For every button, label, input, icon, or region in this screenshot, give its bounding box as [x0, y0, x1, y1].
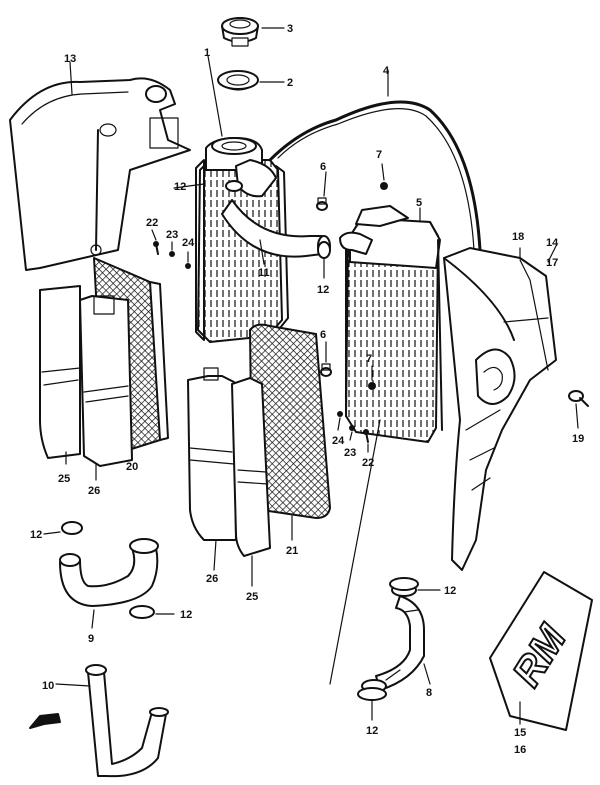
collar-24-left [185, 263, 191, 269]
callout-3: 3 [287, 23, 293, 35]
callout-12-d: 12 [180, 609, 192, 621]
left-shroud-13 [9, 77, 191, 271]
callout-9: 9 [88, 633, 94, 645]
hose-8 [361, 583, 425, 693]
leader-lines [43, 27, 579, 725]
callout-8: 8 [426, 687, 432, 699]
bolt-22-left [153, 241, 159, 255]
callout-17: 17 [546, 257, 558, 269]
callout-7-upper: 7 [376, 149, 382, 161]
callout-21: 21 [286, 545, 298, 557]
callout-15: 15 [514, 727, 526, 739]
callout-6-upper: 6 [320, 161, 326, 173]
callout-26-left: 26 [88, 485, 100, 497]
callout-22-left: 22 [146, 217, 158, 229]
lower-hose-9 [59, 538, 159, 607]
left-louver-panel-25 [39, 285, 81, 459]
callout-23-right: 23 [344, 447, 356, 459]
callout-6-lower: 6 [320, 329, 326, 341]
hose-clamps-12 [61, 180, 419, 701]
callout-4: 4 [383, 65, 390, 77]
collar-24-right [337, 411, 343, 417]
callout-1: 1 [204, 47, 210, 59]
callout-16: 16 [514, 744, 526, 756]
main-radiator-11 [195, 137, 331, 343]
callout-13: 13 [64, 53, 76, 65]
bolt-19 [568, 390, 589, 407]
callout-12-c: 12 [30, 529, 42, 541]
callout-24-left: 24 [182, 237, 195, 249]
callout-11: 11 [258, 267, 270, 279]
small-hardware [153, 182, 388, 443]
callout-10: 10 [42, 680, 54, 692]
centre-louver-panel-25 [231, 377, 271, 557]
callout-25-left: 25 [58, 473, 70, 485]
shroud-decal-15: RM [489, 571, 593, 731]
overflow-hose-4 [268, 100, 482, 252]
left-louver-panel-26 [79, 295, 133, 467]
grommet-6-lower [320, 363, 332, 377]
callout-5: 5 [416, 197, 422, 209]
callout-2: 2 [287, 77, 293, 89]
nut-7-lower [368, 382, 376, 390]
radiator-cap-3 [221, 17, 259, 47]
callout-7-lower: 7 [366, 353, 372, 365]
right-radiator-5 [339, 205, 443, 443]
callout-12-f: 12 [366, 725, 378, 737]
centre-louver-panel-26 [187, 367, 237, 541]
front-arrow-icon [29, 713, 61, 729]
callout-14: 14 [546, 237, 559, 249]
callout-20: 20 [126, 461, 138, 473]
callout-26-centre: 26 [206, 573, 218, 585]
callouts: 3 2 1 4 13 7 6 5 12 22 23 24 11 12 18 14… [30, 23, 584, 756]
callout-24-right: 24 [332, 435, 345, 447]
callout-23-left: 23 [166, 229, 178, 241]
right-shroud-14 [443, 247, 557, 571]
callout-22-right: 22 [362, 457, 374, 469]
lower-pipe-10 [85, 664, 169, 778]
grommet-6-upper [316, 197, 328, 211]
callout-12-b: 12 [317, 284, 329, 296]
callout-12-a: 12 [174, 181, 186, 193]
callout-19: 19 [572, 433, 584, 445]
callout-12-e: 12 [444, 585, 456, 597]
callout-18-upper: 18 [512, 231, 524, 243]
washer-23-right [349, 425, 355, 431]
nut-7-upper [380, 182, 388, 190]
cap-gasket-2 [217, 70, 259, 91]
callout-25-centre: 25 [246, 591, 258, 603]
bolt-22-right [363, 429, 369, 443]
washer-23-left [169, 251, 175, 257]
